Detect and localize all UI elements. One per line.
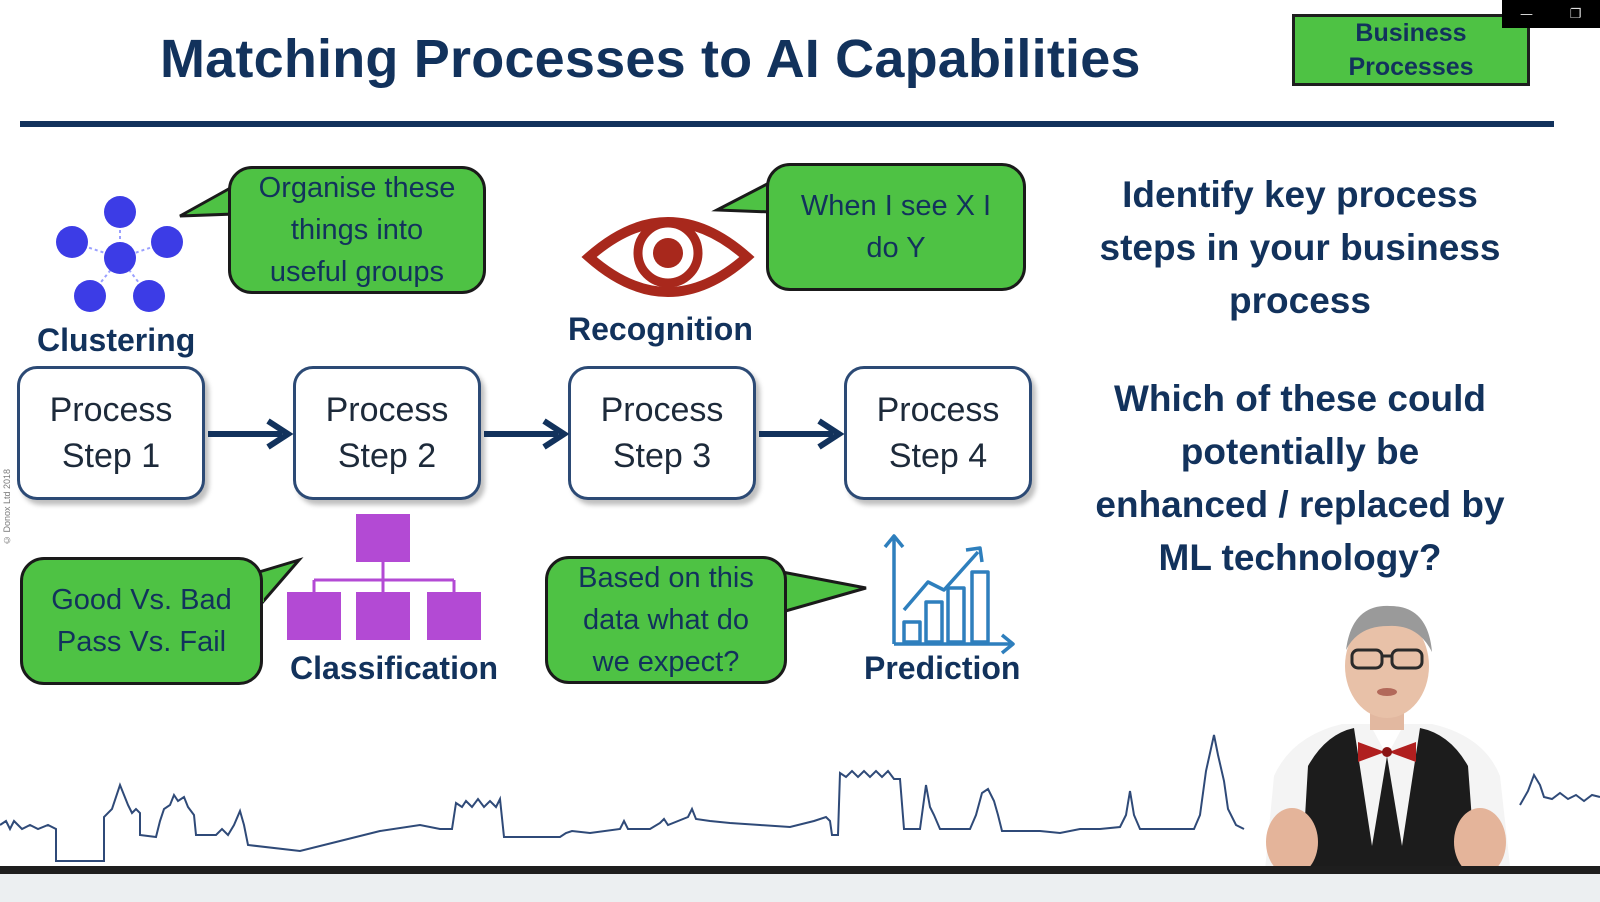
- arrow-right-icon: [759, 418, 845, 450]
- bar-chart-trend-icon: [883, 534, 1015, 655]
- bubble-line: we expect?: [592, 646, 740, 678]
- step-line-2: Step 4: [888, 437, 988, 475]
- step-line-2: Step 2: [337, 437, 437, 475]
- bubble-line: useful groups: [269, 256, 445, 288]
- step-line-1: Process: [876, 391, 1000, 429]
- window-controls: — ❐: [1502, 0, 1600, 28]
- slide-title: Matching Processes to AI Capabilities: [160, 29, 1141, 89]
- bubble-line: When I see X I: [800, 190, 992, 222]
- step-line-1: Process: [49, 391, 173, 429]
- text-line: process: [1229, 280, 1371, 321]
- badge-line-1: Business: [1355, 19, 1467, 47]
- taskbar-strip: [0, 874, 1600, 902]
- step-line-2: Step 3: [612, 437, 712, 475]
- business-processes-badge: Business Processes: [1292, 14, 1530, 86]
- recognition-bubble: When I see X I do Y: [766, 163, 1026, 291]
- city-skyline-graphic: [0, 734, 1600, 862]
- text-line: enhanced / replaced by: [1095, 484, 1505, 525]
- bubble-line: things into: [290, 214, 424, 246]
- enhance-question-text: Which of these could potentially be enha…: [1085, 372, 1515, 584]
- bubble-line: Organise these: [258, 172, 456, 204]
- prediction-label: Prediction: [864, 650, 1021, 686]
- presenter-video: [1262, 605, 1514, 902]
- clustering-label: Clustering: [37, 322, 196, 358]
- bubble-line: data what do: [582, 604, 750, 636]
- text-line: steps in your business: [1099, 227, 1501, 268]
- eye-icon: [581, 217, 755, 297]
- bubble-line: Good Vs. Bad: [51, 584, 232, 616]
- restore-icon[interactable]: ❐: [1569, 6, 1582, 22]
- prediction-bubble: Based on this data what do we expect?: [545, 556, 787, 684]
- bubble-line: do Y: [866, 232, 926, 264]
- text-line: potentially be: [1180, 431, 1420, 472]
- bubble-line: Pass Vs. Fail: [56, 626, 227, 658]
- step-line-2: Step 1: [61, 437, 161, 475]
- title-divider: [20, 121, 1554, 127]
- bubble-line: Based on this: [578, 562, 754, 594]
- classification-label: Classification: [290, 650, 499, 686]
- process-step-4: Process Step 4: [844, 366, 1032, 500]
- cluster-dots-icon: [56, 196, 183, 312]
- recognition-label: Recognition: [568, 311, 753, 347]
- clustering-bubble: Organise these things into useful groups: [228, 166, 486, 294]
- process-step-2: Process Step 2: [293, 366, 481, 500]
- taskbar: [0, 866, 1600, 902]
- arrow-right-icon: [208, 418, 294, 450]
- text-line: Which of these could: [1113, 378, 1487, 419]
- minimize-icon[interactable]: —: [1520, 6, 1533, 22]
- badge-line-2: Processes: [1348, 53, 1474, 81]
- classification-bubble: Good Vs. Bad Pass Vs. Fail: [20, 557, 263, 685]
- arrow-right-icon: [484, 418, 570, 450]
- identify-steps-text: Identify key process steps in your busin…: [1085, 168, 1515, 327]
- copyright-note: © Donox Ltd 2018: [2, 468, 12, 545]
- process-step-1: Process Step 1: [17, 366, 205, 500]
- prediction-bubble-tail: [780, 570, 867, 614]
- step-line-1: Process: [600, 391, 724, 429]
- hierarchy-icon: [287, 514, 481, 640]
- text-line: Identify key process: [1122, 174, 1478, 215]
- text-line: ML technology?: [1158, 537, 1442, 578]
- step-line-1: Process: [325, 391, 449, 429]
- process-step-3: Process Step 3: [568, 366, 756, 500]
